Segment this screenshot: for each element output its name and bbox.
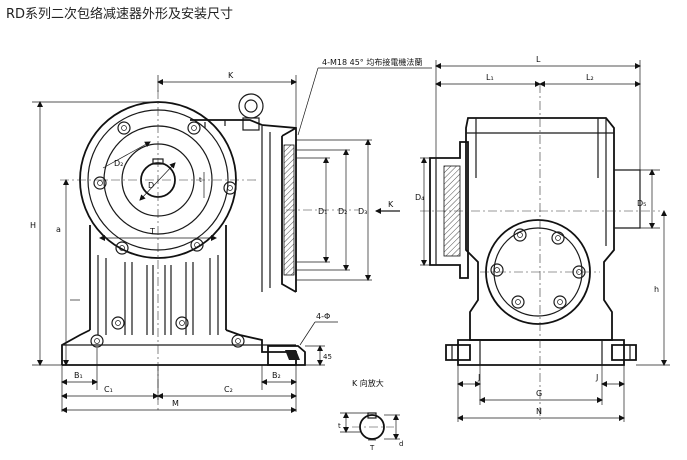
dim-h: h: [636, 210, 670, 366]
dim-J-left-label: J: [477, 373, 480, 382]
dim-D2-label: D₂: [114, 159, 123, 168]
dim-L2-label: L₂: [586, 73, 594, 82]
dim-D1-label: D₁: [318, 207, 327, 216]
dim-G-label: G: [536, 389, 542, 398]
dim-45-label: 45: [323, 353, 332, 361]
dim-B1-label: B₁: [74, 371, 83, 380]
dim-flange-diameters: D₁ D₂ D₃: [296, 139, 372, 281]
view-k-arrow: K: [375, 200, 400, 214]
dim-B2-label: B₂: [272, 371, 281, 380]
view-k-label: K: [388, 200, 394, 209]
dim-J-right-label: J: [595, 373, 598, 382]
dim-L1-label: L₁: [486, 73, 494, 82]
right-base: [457, 339, 625, 366]
dim-K-top: K: [157, 71, 297, 128]
motor-flange-profile: [281, 127, 297, 293]
output-shaft: [614, 169, 641, 229]
flange-note: 4-M18 45° 均布接電機法蘭: [297, 57, 432, 136]
dim-C2-label: C₂: [224, 385, 233, 394]
housing-ribs: [97, 255, 219, 335]
right-foot-bolt: [611, 344, 637, 361]
dim-T-label: T: [149, 227, 155, 236]
dim-D4-D5: D₄ D₅: [415, 157, 660, 266]
hole-note: 4-Φ 45: [299, 312, 338, 366]
dim-L-label: L: [536, 55, 541, 64]
left-view: [60, 90, 360, 410]
k-detail-T: T: [369, 444, 375, 452]
dim-a-label: a: [56, 225, 61, 234]
dim-C1-label: C₁: [104, 385, 113, 394]
dim-H-label: H: [30, 221, 36, 230]
right-view: [420, 84, 660, 420]
dim-D4-label: D₄: [415, 193, 424, 202]
flange-note-text: 4-M18 45° 均布接電機法蘭: [322, 57, 422, 67]
dim-N-label: N: [536, 407, 542, 416]
dim-D-label: D: [148, 181, 154, 190]
k-detail-t: t: [338, 422, 341, 430]
hole-note-text: 4-Φ: [316, 312, 330, 321]
dim-D2-front-label: D₂: [338, 207, 347, 216]
housing-top-edge: [190, 119, 297, 292]
dim-L-group: L L₁ L₂: [435, 55, 641, 170]
page-title: RD系列二次包络减速器外形及安装尺寸: [6, 7, 234, 22]
k-detail: K 向放大 t T d: [338, 378, 403, 452]
left-foot-bolt: [445, 344, 471, 361]
output-bolt-holes: [490, 228, 586, 309]
dim-D3-label: D₃: [358, 207, 367, 216]
k-detail-d: d: [399, 440, 403, 448]
dim-K-label: K: [228, 71, 234, 80]
dim-bottom-left: B₁ B₂ C₁ C₂ M: [61, 348, 297, 413]
left-inner-dims: D₂ D T t: [99, 141, 217, 241]
k-detail-title: K 向放大: [352, 378, 384, 388]
flange-bolt-holes: [93, 121, 237, 255]
base-right-foot: [267, 345, 306, 366]
dim-D5-label: D₅: [637, 199, 646, 208]
dim-t-label: t: [199, 176, 202, 184]
dim-h-label: h: [654, 285, 659, 294]
dim-M-label: M: [172, 399, 179, 408]
input-flange: [429, 141, 469, 279]
dim-H: H a: [30, 101, 158, 366]
body-sides: [89, 225, 227, 330]
dim-bottom-right: J J G N: [457, 365, 625, 422]
